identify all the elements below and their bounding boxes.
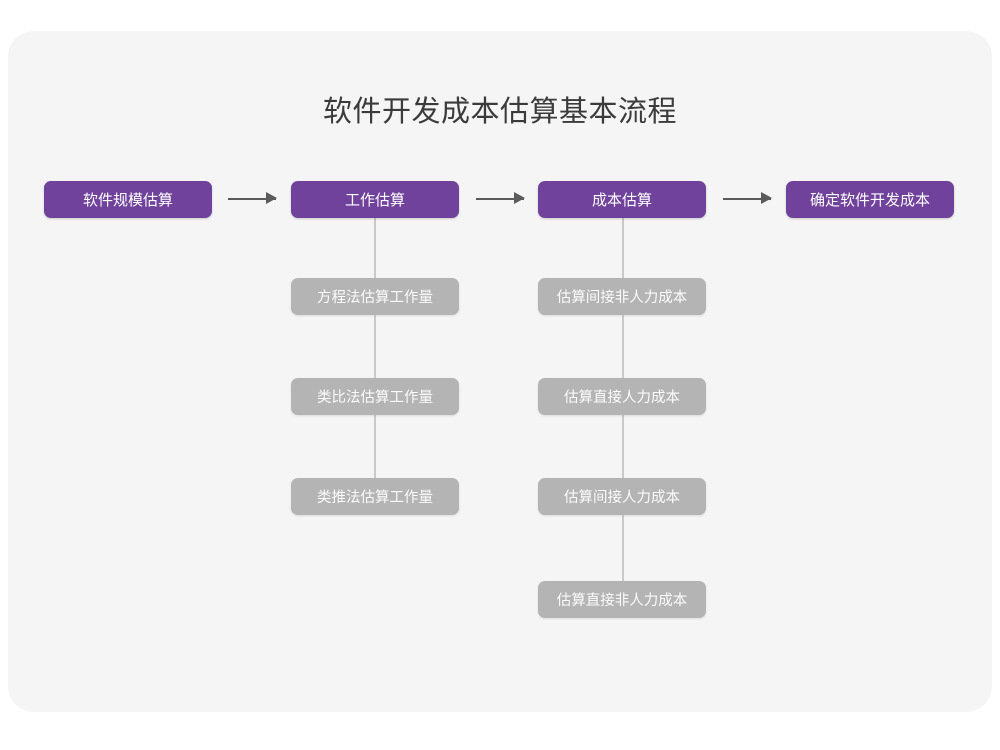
stage-node-determine-development-cost[interactable]: 确定软件开发成本	[786, 181, 954, 218]
stage-node-cost-estimation[interactable]: 成本估算	[538, 181, 706, 218]
arrow-shaft	[476, 198, 524, 200]
page-title: 软件开发成本估算基本流程	[322, 96, 677, 128]
connector-line-column-3	[622, 218, 624, 618]
arrow-stage2-to-stage3	[476, 189, 525, 209]
arrow-stage1-to-stage2	[228, 189, 277, 209]
arrow-head	[514, 192, 525, 204]
stage-node-effort-estimation[interactable]: 工作估算	[291, 181, 459, 218]
substep-node-analogy-method-effort[interactable]: 类比法估算工作量	[291, 378, 459, 415]
substep-node-indirect-labor-cost[interactable]: 估算间接人力成本	[538, 478, 706, 515]
connector-line-column-2	[374, 218, 376, 515]
arrow-head	[761, 192, 772, 204]
arrow-shaft	[723, 198, 771, 200]
arrow-stage3-to-stage4	[723, 189, 772, 209]
arrow-shaft	[228, 198, 276, 200]
substep-node-direct-nonlabor-cost[interactable]: 估算直接非人力成本	[538, 581, 706, 618]
substep-node-indirect-nonlabor-cost[interactable]: 估算间接非人力成本	[538, 278, 706, 315]
stage-node-software-size-estimation[interactable]: 软件规模估算	[44, 181, 212, 218]
arrow-head	[266, 192, 277, 204]
substep-node-equation-method-effort[interactable]: 方程法估算工作量	[291, 278, 459, 315]
substep-node-inference-method-effort[interactable]: 类推法估算工作量	[291, 478, 459, 515]
substep-node-direct-labor-cost[interactable]: 估算直接人力成本	[538, 378, 706, 415]
diagram-card	[8, 31, 992, 712]
